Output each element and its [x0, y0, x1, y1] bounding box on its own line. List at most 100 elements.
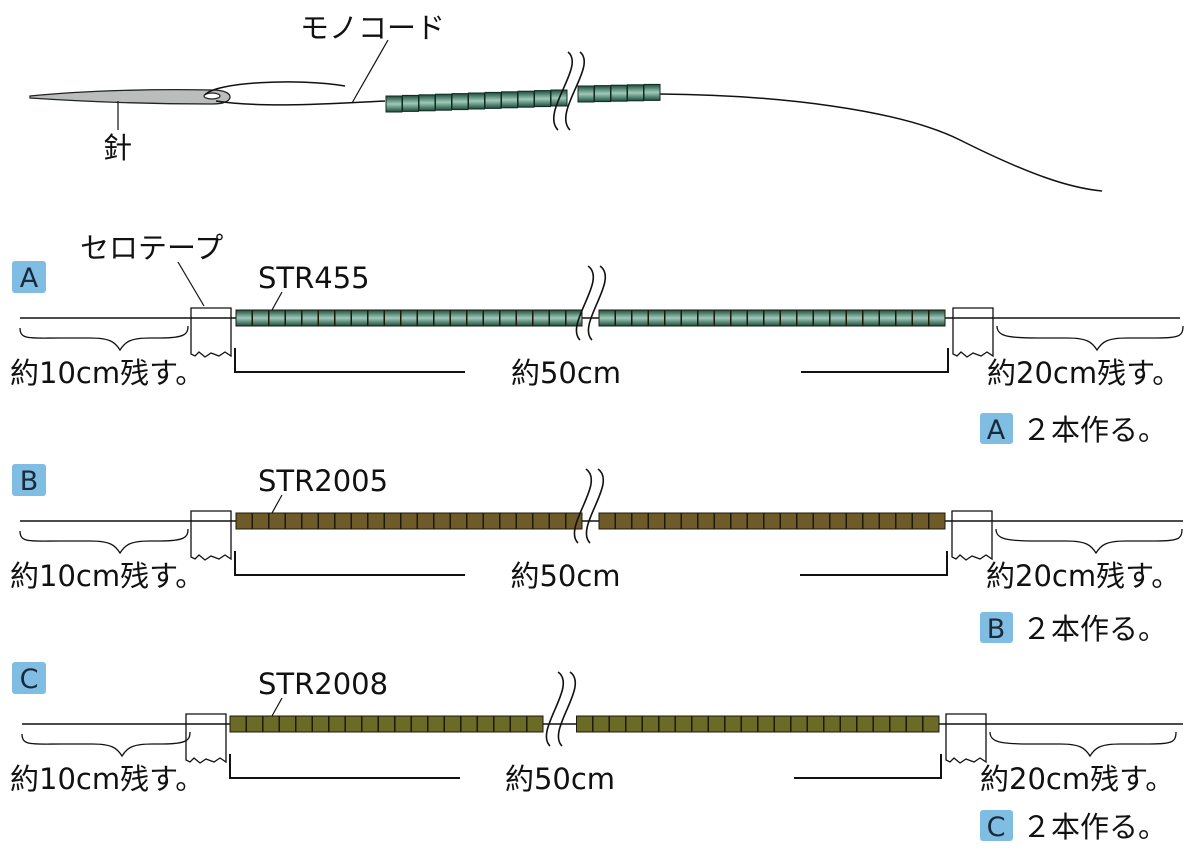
bead	[301, 512, 319, 530]
bead	[747, 309, 764, 327]
bead-strand	[235, 309, 946, 327]
bead	[922, 715, 940, 733]
tape-left	[185, 713, 227, 764]
tape-callout: セロテープ	[80, 231, 223, 307]
bead	[757, 715, 775, 733]
bead	[361, 715, 379, 733]
bead	[615, 309, 632, 327]
tape-label: セロテープ	[80, 231, 223, 265]
dimension-line-left	[234, 348, 465, 373]
dimension-line-left	[229, 754, 460, 779]
bead	[664, 512, 682, 530]
make-badge-letter: B	[987, 614, 1006, 645]
bead	[813, 512, 830, 530]
tape-right	[951, 510, 993, 561]
bead	[345, 715, 362, 733]
bead	[499, 512, 517, 530]
bead	[444, 715, 461, 733]
bead	[501, 91, 518, 109]
bead	[697, 512, 715, 530]
bead	[433, 309, 451, 327]
make-badge	[980, 810, 1013, 841]
bead	[318, 309, 335, 327]
bead	[499, 309, 517, 327]
bead	[928, 309, 946, 327]
right-brace	[995, 528, 1183, 555]
left-brace	[21, 731, 191, 758]
bead	[411, 715, 428, 733]
bead	[510, 715, 527, 733]
bead	[577, 85, 595, 103]
bead	[681, 309, 698, 327]
bead	[466, 309, 484, 327]
bead	[609, 715, 626, 733]
bead	[697, 309, 715, 327]
bead	[235, 512, 253, 530]
bead	[714, 309, 731, 327]
right-note: 約20cm残す。	[987, 356, 1181, 390]
bead	[394, 715, 412, 733]
bead	[450, 512, 467, 530]
bead	[780, 309, 797, 327]
row-badge-letter: A	[20, 263, 39, 294]
break-mark	[573, 468, 605, 544]
left-note: 約10cm残す。	[10, 356, 204, 390]
bead	[829, 512, 847, 530]
bead-strand	[235, 512, 946, 530]
bead	[285, 309, 302, 327]
bead	[807, 715, 824, 733]
bead	[450, 309, 467, 327]
top-break-mark	[552, 51, 586, 131]
bead	[774, 715, 791, 733]
bead	[378, 715, 395, 733]
bead	[417, 309, 434, 327]
bead	[268, 309, 286, 327]
make-badge	[980, 612, 1013, 643]
bead	[532, 512, 550, 530]
bead	[763, 512, 781, 530]
needle-label: 針	[103, 131, 132, 165]
bead	[823, 715, 841, 733]
bead	[889, 715, 907, 733]
bead	[928, 512, 946, 530]
bead	[796, 309, 814, 327]
bead	[268, 512, 286, 530]
product-code-label: STR2008	[258, 667, 388, 701]
top-bead-strand	[385, 83, 661, 113]
bead	[517, 90, 535, 108]
make-badge-letter: A	[987, 415, 1006, 446]
cord-loop	[204, 81, 346, 96]
bead	[351, 512, 368, 530]
bead	[763, 309, 781, 327]
bead	[493, 715, 511, 733]
bead	[724, 715, 742, 733]
tape-left	[190, 510, 232, 561]
bead	[906, 715, 923, 733]
top-illustration: 針 モノコード	[29, 11, 1103, 192]
dimension-line-left	[234, 551, 465, 576]
bead	[829, 309, 847, 327]
left-brace	[19, 528, 189, 555]
bead	[285, 512, 302, 530]
right-note: 約20cm残す。	[980, 762, 1174, 796]
left-brace	[19, 325, 189, 352]
bead	[460, 715, 478, 733]
bead	[643, 83, 661, 101]
row-badge: B	[12, 464, 46, 497]
bead	[879, 309, 896, 327]
bead	[627, 84, 644, 102]
bead	[681, 512, 698, 530]
product-leader	[271, 494, 283, 514]
bead	[598, 309, 616, 327]
right-brace	[989, 731, 1177, 758]
make-badge-letter: C	[987, 812, 1006, 843]
bead	[658, 715, 676, 733]
bead	[367, 309, 385, 327]
bead	[328, 715, 346, 733]
bead	[576, 715, 593, 733]
bead	[846, 309, 863, 327]
